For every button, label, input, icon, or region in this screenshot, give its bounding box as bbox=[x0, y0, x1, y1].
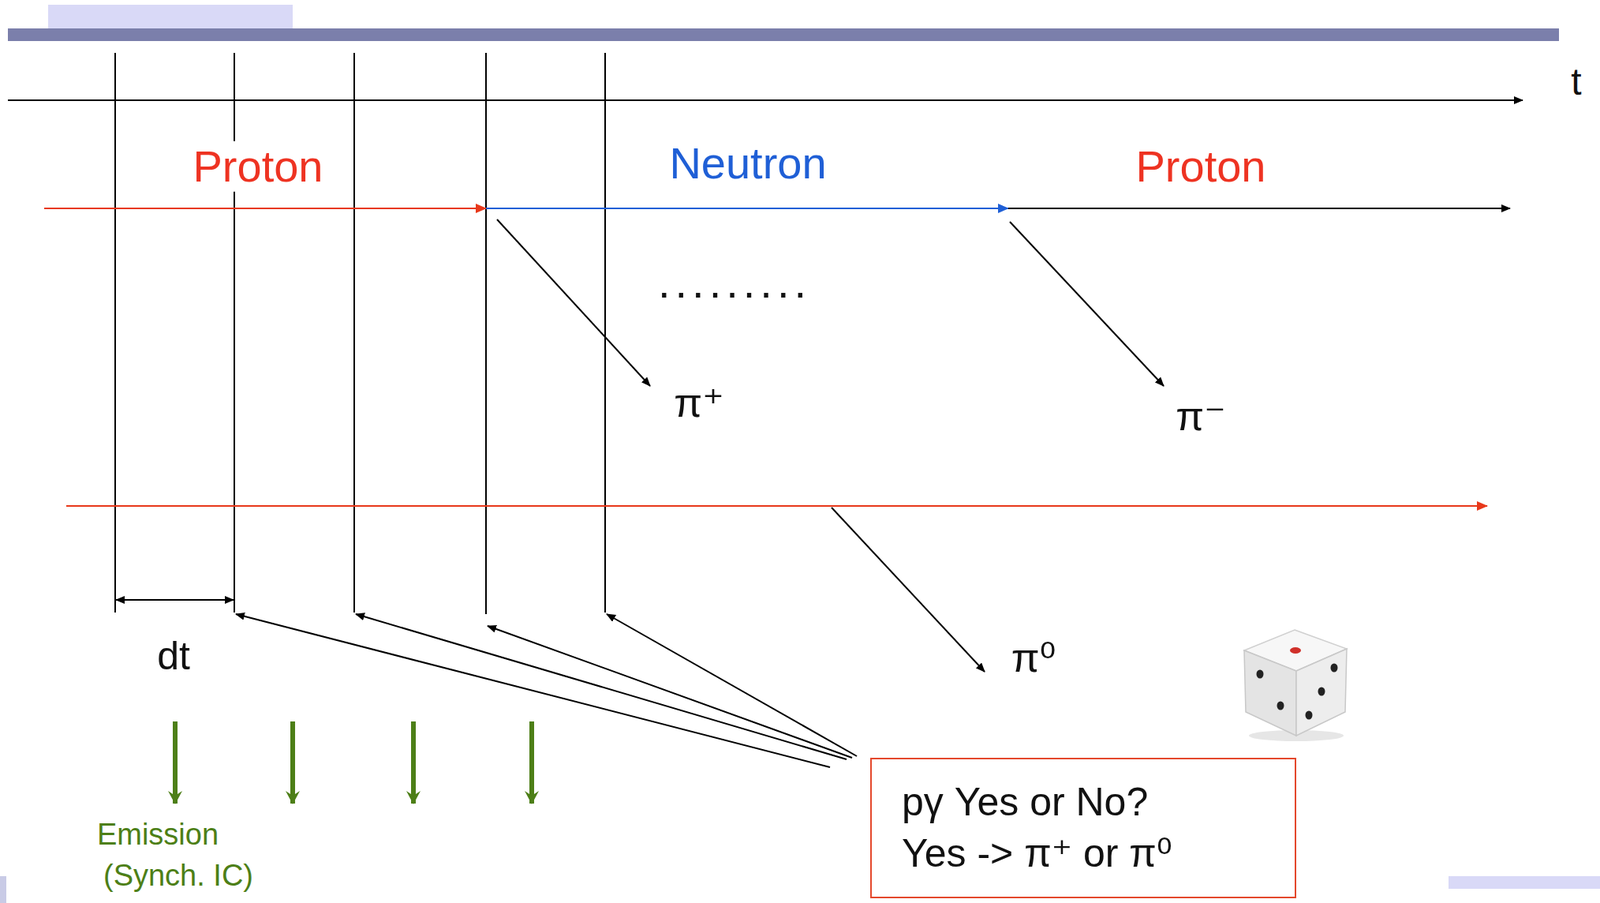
proton-track bbox=[44, 207, 486, 210]
interval-label: dt bbox=[153, 633, 194, 680]
pion-label: π⁰ bbox=[1008, 634, 1060, 682]
pion-label: π⁺ bbox=[670, 379, 727, 427]
dt-span bbox=[115, 598, 234, 601]
emission-label: Emission bbox=[93, 817, 222, 853]
particle-label: Proton bbox=[190, 141, 327, 192]
emission-arrows bbox=[175, 721, 532, 804]
pion-label: π⁻ bbox=[1172, 392, 1229, 441]
footer-tab bbox=[1448, 875, 1600, 889]
box-text: pγ Yes or No? bbox=[901, 776, 1265, 828]
proton-track bbox=[66, 504, 1488, 507]
box-text: Yes -> π⁺ or π⁰ bbox=[901, 827, 1265, 879]
particle-label: Neutron bbox=[665, 138, 830, 189]
neutron-track bbox=[485, 207, 1009, 210]
emission-label: (Synch. IC) bbox=[100, 858, 257, 894]
footer-edge bbox=[0, 875, 7, 903]
time-steps bbox=[115, 52, 606, 614]
pion-arrow bbox=[1009, 221, 1164, 386]
ellipsis: ......... bbox=[654, 257, 815, 308]
header-tab bbox=[48, 4, 293, 29]
proton-track bbox=[1008, 207, 1511, 210]
header-band bbox=[7, 28, 1559, 42]
axis-label: t bbox=[1567, 59, 1585, 104]
dice-icon bbox=[1244, 629, 1347, 741]
leader-lines bbox=[235, 613, 857, 767]
pion-arrow bbox=[831, 507, 985, 672]
particle-label: Proton bbox=[1132, 141, 1270, 192]
pion-arrow bbox=[497, 219, 651, 386]
decision-box: pγ Yes or No?Yes -> π⁺ or π⁰ bbox=[870, 757, 1297, 898]
